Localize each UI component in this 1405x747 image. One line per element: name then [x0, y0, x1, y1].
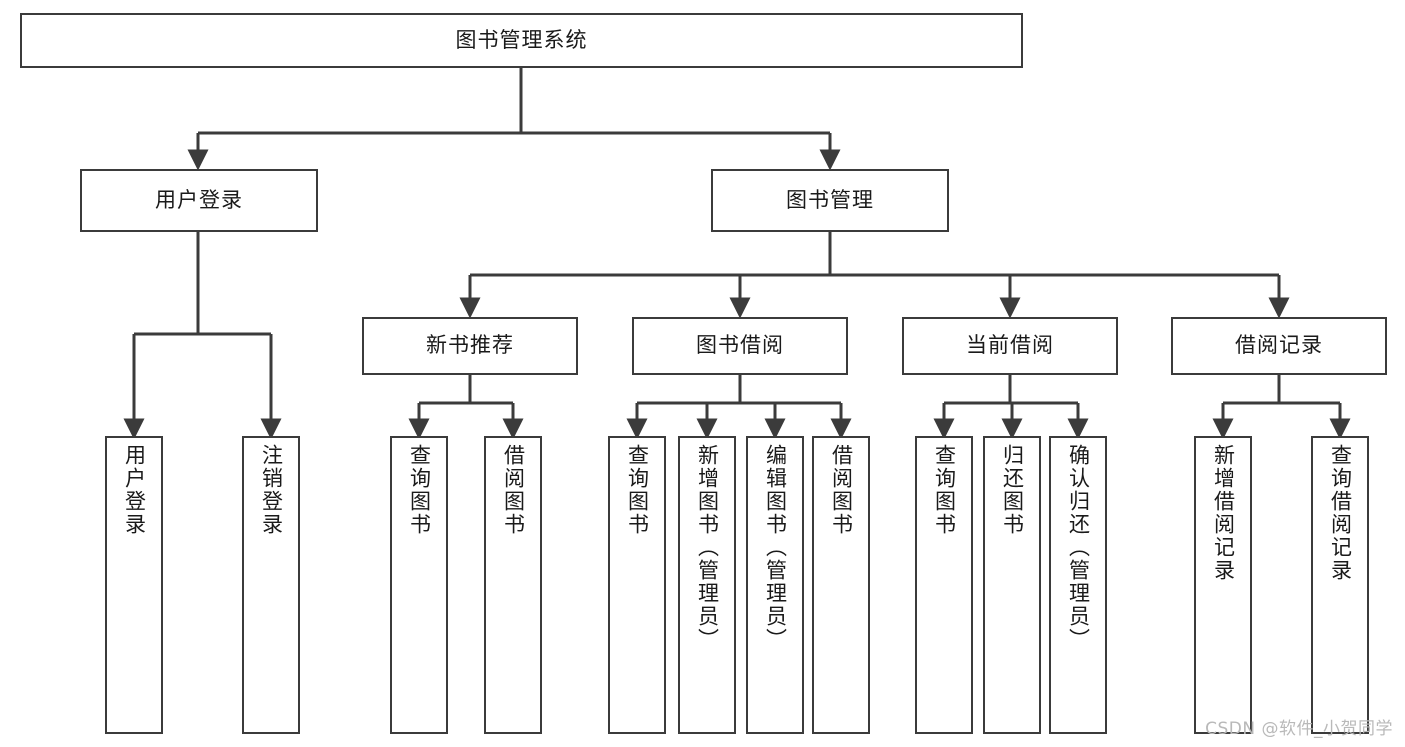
node-leaf-return-book[interactable]: 归还图书 — [983, 436, 1041, 734]
node-borrow-record-label: 借阅记录 — [1235, 333, 1323, 358]
node-leaf-borrow-book-1-label: 借阅图书 — [501, 444, 526, 536]
node-book-manage-label: 图书管理 — [786, 187, 874, 212]
node-leaf-borrow-book-2[interactable]: 借阅图书 — [812, 436, 870, 734]
node-current-borrow-label: 当前借阅 — [966, 333, 1054, 358]
node-leaf-borrow-book-2-label: 借阅图书 — [829, 444, 854, 536]
node-new-book-recommend[interactable]: 新书推荐 — [362, 317, 578, 375]
node-leaf-return-book-label: 归还图书 — [1000, 444, 1025, 536]
node-root[interactable]: 图书管理系统 — [20, 13, 1023, 68]
watermark-text: CSDN @软件_小贺同学 — [1205, 719, 1393, 739]
node-leaf-query-book-2-label: 查询图书 — [625, 444, 650, 536]
node-current-borrow[interactable]: 当前借阅 — [902, 317, 1118, 375]
node-leaf-query-record[interactable]: 查询借阅记录 — [1311, 436, 1369, 734]
node-root-label: 图书管理系统 — [455, 27, 588, 52]
node-book-borrow-label: 图书借阅 — [696, 333, 784, 358]
node-leaf-query-book-1[interactable]: 查询图书 — [390, 436, 448, 734]
node-leaf-user-login-label: 用户登录 — [122, 444, 147, 536]
node-leaf-query-book-2[interactable]: 查询图书 — [608, 436, 666, 734]
node-leaf-borrow-book-1[interactable]: 借阅图书 — [484, 436, 542, 734]
node-leaf-query-book-3[interactable]: 查询图书 — [915, 436, 973, 734]
node-book-borrow[interactable]: 图书借阅 — [632, 317, 848, 375]
node-leaf-add-book-label: 新增图书（管理员） — [695, 444, 720, 651]
node-leaf-add-record[interactable]: 新增借阅记录 — [1194, 436, 1252, 734]
node-book-manage[interactable]: 图书管理 — [711, 169, 949, 232]
node-user-login-label: 用户登录 — [155, 187, 243, 212]
node-leaf-logout[interactable]: 注销登录 — [242, 436, 300, 734]
node-leaf-query-book-3-label: 查询图书 — [932, 444, 957, 536]
node-leaf-query-book-1-label: 查询图书 — [407, 444, 432, 536]
node-leaf-confirm-return[interactable]: 确认归还（管理员） — [1049, 436, 1107, 734]
node-user-login[interactable]: 用户登录 — [80, 169, 318, 232]
node-new-book-recommend-label: 新书推荐 — [426, 333, 514, 358]
node-leaf-edit-book[interactable]: 编辑图书（管理员） — [746, 436, 804, 734]
node-leaf-logout-label: 注销登录 — [259, 444, 284, 536]
node-leaf-confirm-return-label: 确认归还（管理员） — [1066, 444, 1091, 651]
node-leaf-user-login[interactable]: 用户登录 — [105, 436, 163, 734]
node-leaf-edit-book-label: 编辑图书（管理员） — [763, 444, 788, 651]
node-borrow-record[interactable]: 借阅记录 — [1171, 317, 1387, 375]
node-leaf-add-record-label: 新增借阅记录 — [1211, 444, 1236, 582]
node-leaf-add-book[interactable]: 新增图书（管理员） — [678, 436, 736, 734]
node-leaf-query-record-label: 查询借阅记录 — [1328, 444, 1353, 582]
